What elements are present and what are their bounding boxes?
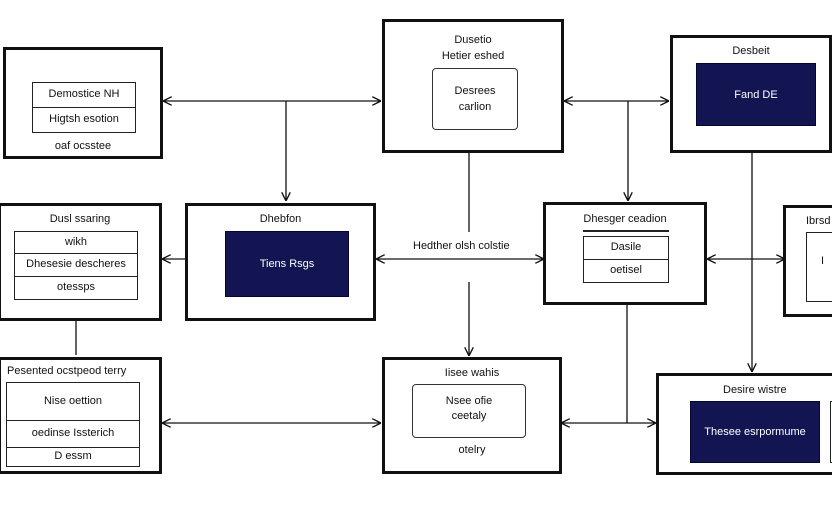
node-mid-center-dark-box: Tiens Rsgs — [225, 231, 349, 297]
node-far-right-row-1: I — [806, 232, 832, 302]
node-top-center-subtitle: Hetier eshed — [441, 50, 505, 62]
node-mid-center-title: Dhebfon — [259, 213, 302, 225]
node-mid-right: Dhesger ceadion Dasile oetisel — [543, 202, 707, 305]
node-bottom-left-row-1: Nise oettion — [6, 382, 140, 421]
node-top-center-box-line-2: carlion — [458, 101, 492, 113]
node-top-left-caption: oaf ocsstee — [54, 140, 112, 152]
node-bottom-right-edge-tab — [830, 401, 832, 463]
node-mid-left-title: Dusl ssaring — [49, 213, 111, 225]
node-bottom-left: Pesented ocstpeod terry Nise oettion oed… — [0, 357, 162, 474]
node-mid-right-title: Dhesger ceadion — [583, 213, 667, 225]
node-mid-right-row-1: Dasile — [583, 236, 669, 260]
node-mid-left-row-3: otessps — [14, 276, 138, 300]
node-bottom-left-row-2: oedinse Issterich — [6, 420, 140, 448]
node-top-center-box-line-1: Desrees — [454, 85, 496, 97]
node-top-center: Dusetio Hetier eshed Desrees carlion — [382, 19, 564, 153]
node-far-right-row-1-label: I — [821, 255, 825, 267]
node-top-center-title: Dusetio — [454, 34, 492, 46]
node-bottom-center-title: Iisee wahis — [444, 367, 500, 379]
node-mid-center: Dhebfon Tiens Rsgs — [185, 203, 376, 321]
node-mid-left: Dusl ssaring wikh Dhesesie descheres ote… — [0, 203, 162, 321]
node-mid-right-underline — [583, 230, 669, 232]
node-bottom-center-box: Nsee ofie ceetaly — [412, 384, 526, 438]
node-bottom-center: Iisee wahis Nsee ofie ceetaly otelry — [382, 357, 562, 474]
node-bottom-left-row-3: D essm — [6, 447, 140, 467]
node-mid-left-row-1: wikh — [14, 231, 138, 254]
node-far-right-title: Ibrsd — [806, 215, 831, 227]
edge-label-center: Hedther olsh colstie — [413, 240, 510, 252]
node-top-left: Demostice NH Higtsh esotion oaf ocsstee — [3, 47, 163, 159]
node-top-right-dark-box: Fand DE — [696, 63, 816, 126]
node-bottom-right: Desire wistre Thesee esrpormume — [656, 373, 832, 475]
node-top-left-row-1: Demostice NH — [32, 82, 136, 108]
node-bottom-center-caption: otelry — [458, 444, 486, 456]
node-top-right-title: Desbeit — [732, 45, 770, 57]
node-bottom-center-box-line-1: Nsee ofie — [445, 395, 493, 407]
node-mid-left-row-2: Dhesesie descheres — [14, 253, 138, 277]
node-top-center-box: Desrees carlion — [432, 68, 518, 130]
node-far-right: Ibrsd I — [783, 205, 832, 317]
node-bottom-right-dark-box: Thesee esrpormume — [690, 401, 820, 463]
node-mid-right-row-2: oetisel — [583, 259, 669, 283]
node-top-right: Desbeit Fand DE — [670, 35, 832, 153]
node-bottom-center-box-line-2: ceetaly — [451, 410, 487, 422]
node-top-left-row-2: Higtsh esotion — [32, 107, 136, 133]
node-bottom-left-title: Pesented ocstpeod terry — [7, 365, 127, 377]
node-bottom-right-title: Desire wistre — [723, 384, 787, 396]
